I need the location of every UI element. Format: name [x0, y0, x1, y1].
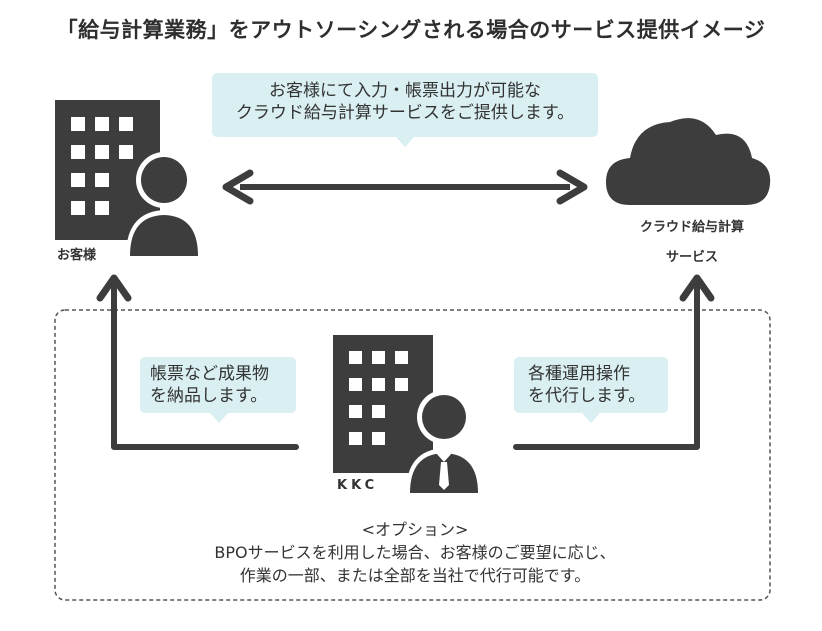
right-speech-bubble: 各種運用操作 を代行します。 [514, 357, 668, 423]
double-arrow-icon [222, 169, 588, 205]
customer-person-icon [126, 152, 202, 256]
left-bubble-line1: 帳票など成果物 [150, 364, 269, 384]
left-up-arrow-icon [96, 274, 299, 450]
kkc-building-icon [333, 335, 433, 473]
left-speech-bubble: 帳票など成果物 を納品します。 [140, 357, 296, 423]
left-bubble-line2: を納品します。 [150, 386, 268, 406]
option-line2: 作業の一部、または全部を当社で代行可能です。 [239, 566, 591, 585]
top-speech-bubble: お客様にて入力・帳票出力が可能な クラウド給与計算サービスをご提供します。 [212, 73, 598, 147]
right-bubble-line2: を代行します。 [528, 386, 646, 406]
option-line1: BPOサービスを利用した場合、お客様のご要望に応じ、 [214, 543, 616, 562]
page-title: 「給与計算業務」をアウトソーシングされる場合のサービス提供イメージ [56, 18, 766, 42]
cloud-label-line2: サービス [665, 250, 718, 265]
option-text: <オプション> BPOサービスを利用した場合、お客様のご要望に応じ、 作業の一部… [60, 518, 770, 587]
cloud-label-line1: クラウド給与計算 [639, 220, 744, 235]
top-bubble-line1: お客様にて入力・帳票出力が可能な [269, 81, 541, 101]
cloud-icon [606, 118, 771, 205]
top-bubble-line2: クラウド給与計算サービスをご提供します。 [235, 103, 575, 123]
customer-label: お客様 [57, 248, 97, 263]
right-up-arrow-icon [513, 274, 715, 450]
bubble-tail [582, 413, 600, 423]
right-bubble-line1: 各種運用操作 [528, 364, 630, 384]
option-box [54, 309, 771, 601]
cloud-label: クラウド給与計算 サービス [612, 213, 772, 273]
option-heading: <オプション> [361, 520, 469, 539]
kkc-person-icon [406, 390, 482, 493]
bubble-tail [396, 137, 414, 147]
kkc-label: KKC [337, 478, 379, 493]
bubble-tail [210, 413, 228, 423]
